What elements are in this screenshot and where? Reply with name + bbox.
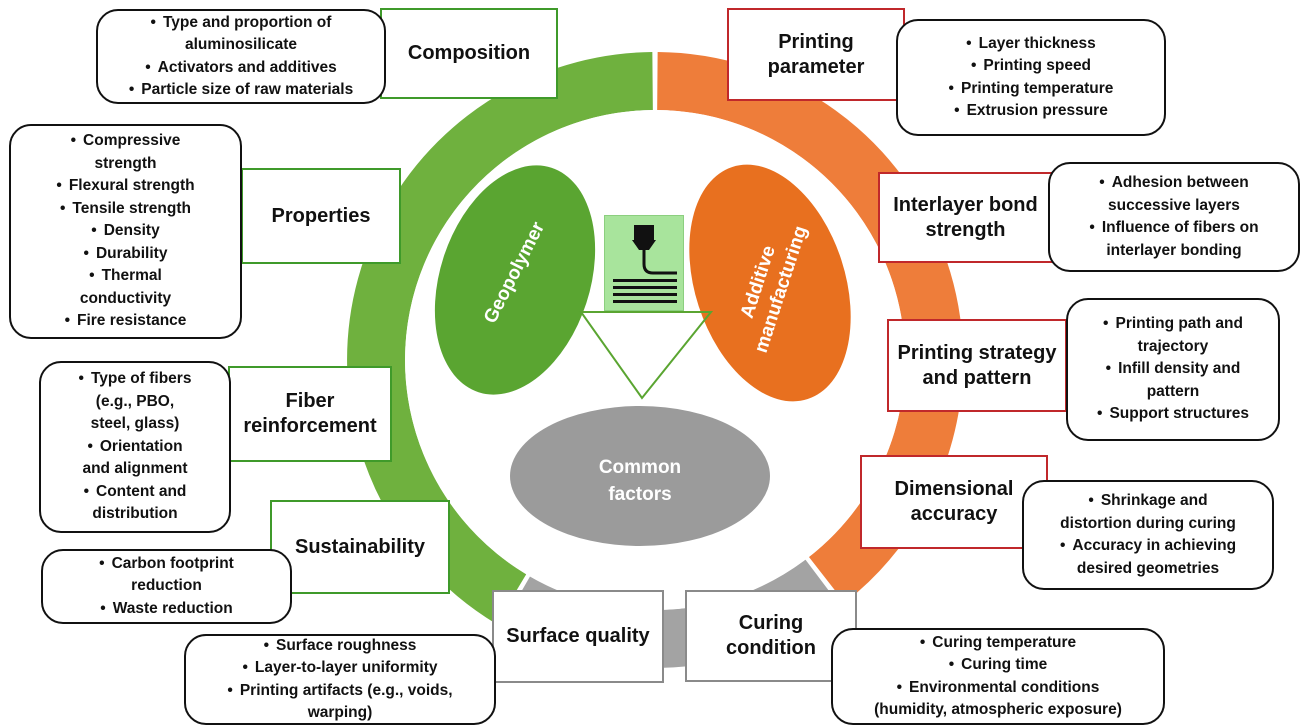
bullet-item: Printing temperature (949, 78, 1113, 101)
bullet-item: Accuracy in achieving desired geometries (1060, 535, 1236, 580)
bullet-item: Infill density and pattern (1097, 358, 1249, 403)
properties-box: Properties (241, 168, 401, 264)
printing-strategy-bullets: Printing path and trajectory Infill dens… (1066, 298, 1280, 441)
bullet-item: Compressive strength (56, 130, 194, 175)
composition-box: Composition (380, 8, 558, 99)
surface-quality-box: Surface quality (492, 590, 664, 683)
interlayer-bullets: Adhesion between successive layers Influ… (1048, 162, 1300, 272)
bullet-item: Curing temperature (874, 632, 1122, 655)
printing-parameter-bullets: Layer thickness Printing speed Printing … (896, 19, 1166, 136)
bullet-item: Tensile strength (56, 198, 194, 221)
bullet-item: Printing speed (949, 55, 1114, 78)
interlayer-bond-strength-box: Interlayer bond strength (878, 172, 1053, 263)
bullet-item: Printing artifacts (e.g., voids, warping… (227, 680, 453, 725)
bullet-item: Environmental conditions (humidity, atmo… (874, 677, 1122, 722)
bullet-item: Activators and additives (129, 57, 353, 80)
bullet-item: Support structures (1097, 403, 1249, 426)
bullet-item: Layer-to-layer uniformity (227, 657, 452, 680)
bullet-item: Content and distribution (79, 481, 192, 526)
bullet-item: Influence of fibers on interlayer bondin… (1089, 217, 1259, 262)
dimensional-accuracy-box: Dimensional accuracy (860, 455, 1048, 549)
common-factors-ellipse (510, 406, 770, 546)
printing-strategy-box: Printing strategy and pattern (887, 319, 1067, 412)
bullet-item: Fire resistance (56, 310, 194, 333)
fiber-reinforcement-box: Fiber reinforcement (228, 366, 392, 462)
curing-condition-bullets: Curing temperature Curing time Environme… (831, 628, 1165, 725)
sustainability-box: Sustainability (270, 500, 450, 594)
bullet-item: Layer thickness (949, 33, 1114, 56)
properties-bullets: Compressive strength Flexural strength T… (9, 124, 242, 339)
bullet-item: Thermal conductivity (56, 265, 194, 310)
geopolymer-ellipse (434, 165, 596, 395)
3d-printer-nozzle-icon (604, 215, 684, 311)
bullet-item: Density (56, 220, 194, 243)
bullet-item: Shrinkage and distortion during curing (1060, 490, 1236, 535)
bullet-item: Flexural strength (56, 175, 195, 198)
bullet-item: Extrusion pressure (949, 100, 1114, 123)
printing-parameter-box: Printing parameter (727, 8, 905, 101)
bullet-item: Adhesion between successive layers (1089, 172, 1258, 217)
bullet-item: Printing path and trajectory (1097, 313, 1249, 358)
bullet-item: Orientation and alignment (79, 436, 192, 481)
bullet-item: Durability (56, 243, 194, 266)
additive-ellipse (689, 164, 851, 402)
bullet-item: Carbon footprint reduction (99, 553, 234, 598)
venn-triangle (579, 311, 714, 400)
bullet-item: Surface roughness (227, 635, 452, 658)
bullet-item: Type of fibers (e.g., PBO, steel, glass) (79, 368, 192, 436)
bullet-item: Curing time (874, 654, 1122, 677)
bullet-item: Waste reduction (99, 598, 234, 621)
dimensional-accuracy-bullets: Shrinkage and distortion during curing A… (1022, 480, 1274, 590)
curing-condition-box: Curing condition (685, 590, 857, 682)
composition-bullets: Type and proportion of aluminosilicate A… (96, 9, 386, 104)
sustainability-bullets: Carbon footprint reduction Waste reducti… (41, 549, 292, 624)
surface-quality-bullets: Surface roughness Layer-to-layer uniform… (184, 634, 496, 725)
bullet-item: Type and proportion of aluminosilicate (129, 12, 353, 57)
common-factors-label: Common factors (598, 457, 682, 505)
fiber-bullets: Type of fibers (e.g., PBO, steel, glass)… (39, 361, 231, 533)
bullet-item: Particle size of raw materials (129, 79, 353, 102)
